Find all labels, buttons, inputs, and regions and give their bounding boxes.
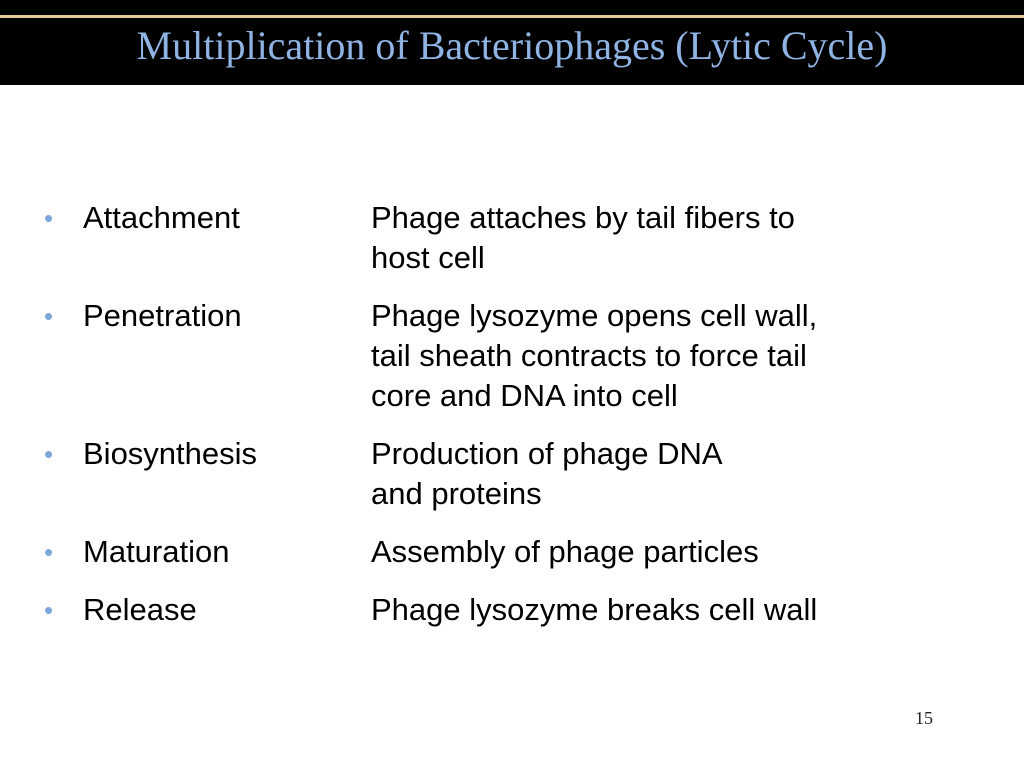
title-accent-rule	[0, 15, 1024, 18]
list-item: • Biosynthesis Production of phage DNA a…	[44, 434, 944, 514]
list-item: • Penetration Phage lysozyme opens cell …	[44, 296, 944, 416]
title-bar: Multiplication of Bacteriophages (Lytic …	[0, 0, 1024, 85]
list-item: • Attachment Phage attaches by tail fibe…	[44, 198, 944, 278]
definition-text: Phage lysozyme breaks cell wall	[371, 590, 931, 630]
term-label: Attachment	[83, 200, 240, 235]
term-label: Release	[83, 592, 197, 627]
definition-text: Phage attaches by tail fibers to host ce…	[371, 198, 931, 278]
term-label: Penetration	[83, 298, 242, 333]
definition-line: Production of phage DNA	[371, 436, 723, 471]
definition-line: and proteins	[371, 476, 542, 511]
definition-text: Phage lysozyme opens cell wall, tail she…	[371, 296, 931, 416]
bullet-icon: •	[44, 301, 54, 331]
bullet-icon: •	[44, 537, 54, 567]
bullet-icon: •	[44, 203, 54, 233]
definition-line: Assembly of phage particles	[371, 534, 759, 569]
list-item: • Release Phage lysozyme breaks cell wal…	[44, 590, 944, 630]
bullet-icon: •	[44, 439, 54, 469]
definition-line: Phage attaches by tail fibers to	[371, 200, 795, 235]
definition-text: Assembly of phage particles	[371, 532, 931, 572]
definition-line: Phage lysozyme opens cell wall,	[371, 298, 818, 333]
term-label: Biosynthesis	[83, 436, 258, 471]
definition-line: Phage lysozyme breaks cell wall	[371, 592, 818, 627]
definition-line: tail sheath contracts to force tail	[371, 338, 807, 373]
term-label: Maturation	[83, 534, 230, 569]
bullet-icon: •	[44, 595, 54, 625]
page-number: 15	[915, 708, 933, 728]
definition-line: core and DNA into cell	[371, 378, 678, 413]
list-item: • Maturation Assembly of phage particles	[44, 532, 944, 572]
bullet-list: • Attachment Phage attaches by tail fibe…	[44, 198, 944, 648]
definition-line: host cell	[371, 240, 485, 275]
slide-title: Multiplication of Bacteriophages (Lytic …	[136, 23, 888, 68]
definition-text: Production of phage DNA and proteins	[371, 434, 931, 514]
